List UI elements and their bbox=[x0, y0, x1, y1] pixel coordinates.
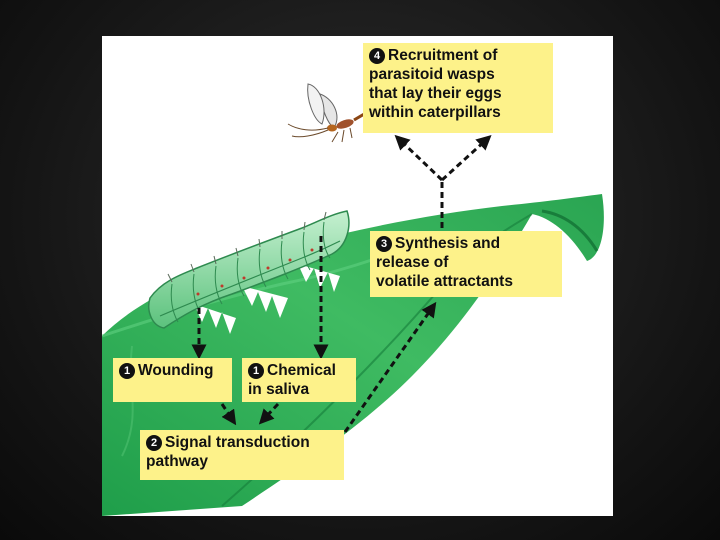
step-1-chemical-label: Chemical in saliva bbox=[248, 362, 336, 398]
leaf-wound-notches bbox=[194, 264, 340, 334]
arrow-wounding-to-signal bbox=[220, 403, 237, 426]
step-number-badge: 4 bbox=[369, 48, 385, 64]
arrows bbox=[191, 134, 492, 433]
arrow-signal-to-synthesis bbox=[343, 301, 437, 433]
step-number-badge: 1 bbox=[119, 363, 135, 379]
step-2-label: Signal transduction pathway bbox=[146, 434, 310, 470]
step-1-wounding-label: Wounding bbox=[138, 362, 214, 379]
step-3-label: Synthesis and release of volatile attrac… bbox=[376, 235, 513, 290]
caterpillar-icon bbox=[148, 210, 350, 329]
arrow-chemical-to-signal bbox=[258, 402, 280, 425]
arrow-to-recruitment-left bbox=[394, 134, 444, 182]
step-number-badge: 2 bbox=[146, 435, 162, 451]
step-4-label: Recruitment of parasitoid wasps that lay… bbox=[369, 47, 502, 121]
step-number-badge: 1 bbox=[248, 363, 264, 379]
step-number-badge: 3 bbox=[376, 236, 392, 252]
arrow-to-recruitment-right bbox=[440, 134, 492, 182]
